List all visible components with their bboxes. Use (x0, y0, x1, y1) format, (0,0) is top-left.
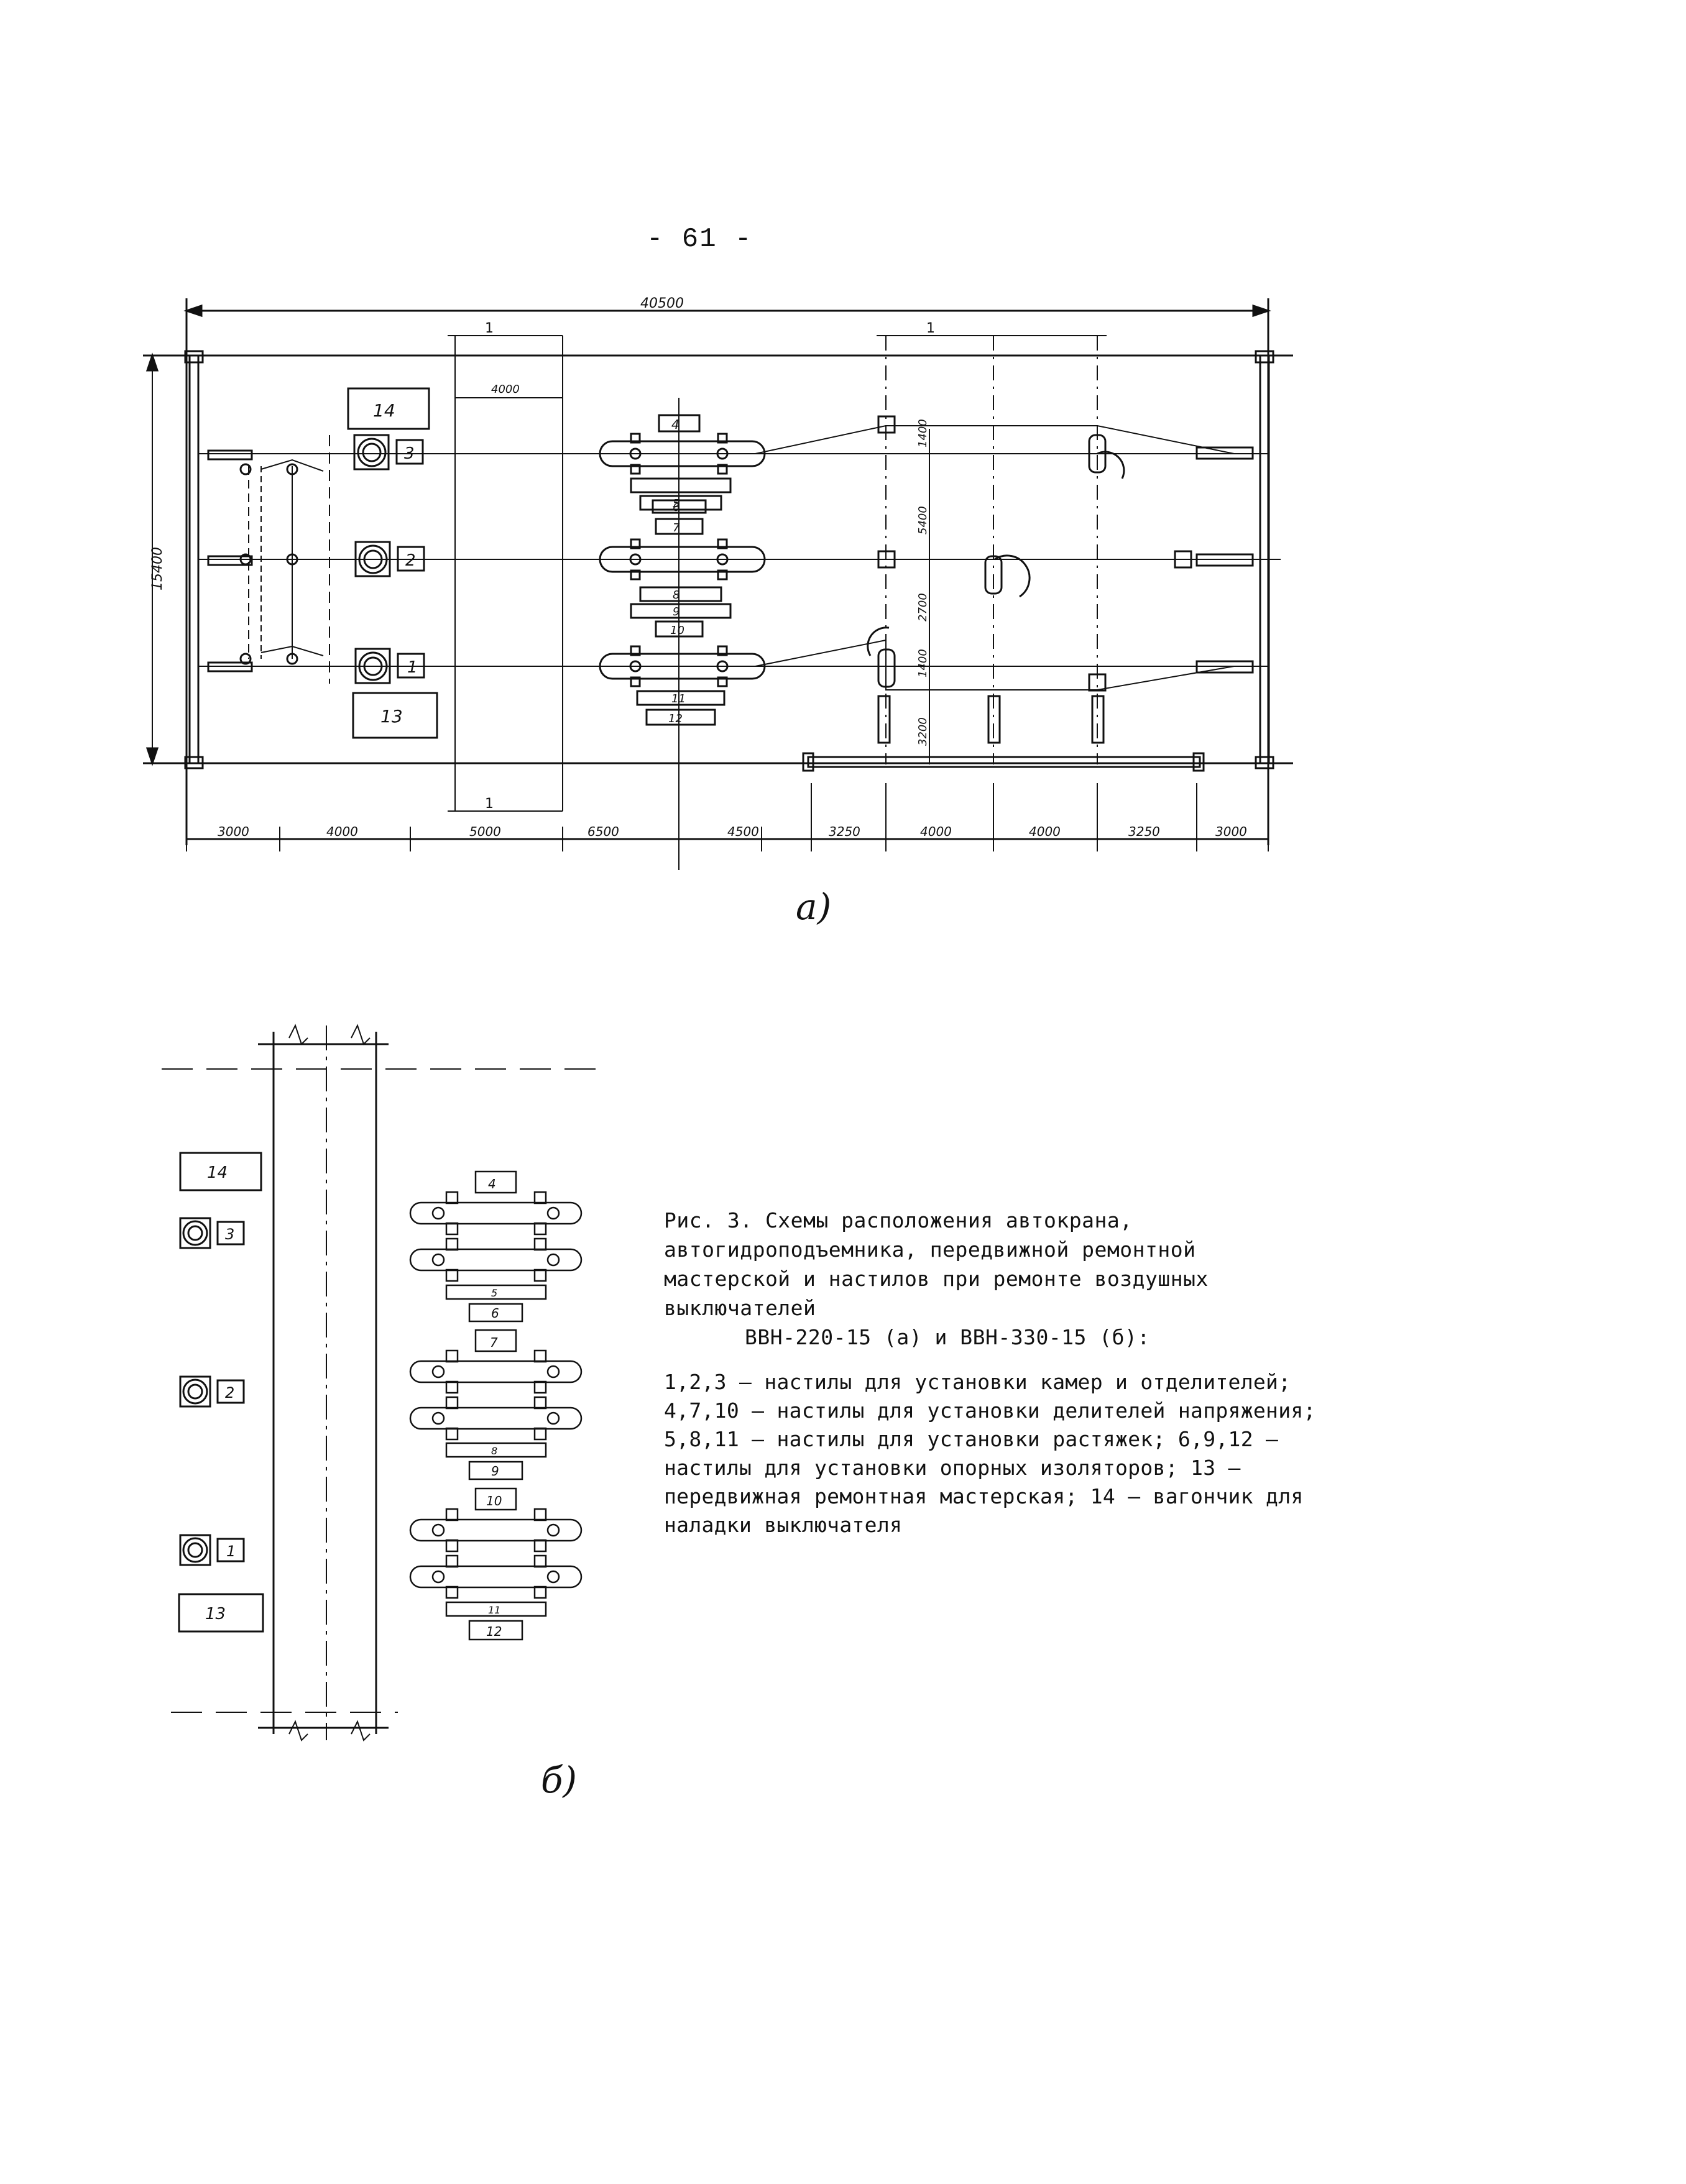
dim-bottom-1: 3000 (218, 824, 249, 839)
dim-overall-height: 15400 (150, 547, 165, 590)
figure-a: 40500 15400 1 1 4000 (143, 296, 1293, 870)
figure-b: 14 3 2 1 13 4 (162, 1024, 603, 1741)
pad-label-7-a: 7 (673, 521, 680, 535)
figure-b-label: б) (541, 1759, 578, 1801)
pad-label-5-b: 5 (491, 1287, 497, 1299)
section-mark-top-left: 1 (485, 321, 494, 336)
dim-bottom-8: 4000 (1029, 824, 1061, 839)
pad-label-7-b: 7 (490, 1335, 498, 1350)
dim-v-3: 2700 (916, 593, 929, 622)
pad-label-9-a: 9 (673, 605, 679, 618)
pad-label-2-b: 2 (225, 1384, 234, 1402)
dim-v-4: 1400 (916, 649, 929, 677)
caption-title-line1: Рис. 3. Схемы расположения автокрана, ав… (664, 1208, 1209, 1320)
dim-v-5: 3200 (916, 717, 929, 746)
figure-a-label: а) (796, 886, 832, 928)
caption-legend: 1,2,3 – настилы для установки камер и от… (664, 1370, 1316, 1537)
pad-label-2-a: 2 (405, 551, 416, 570)
pad-label-8-b: 8 (491, 1445, 497, 1457)
pad-label-13-b: 13 (205, 1605, 226, 1623)
pad-label-3-a: 3 (404, 444, 415, 463)
dim-v-2: 5400 (916, 506, 929, 535)
pad-label-5-a: 5 (673, 497, 679, 510)
pad-label-10-a: 10 (670, 624, 684, 637)
dim-bottom-5: 4500 (727, 824, 759, 839)
section-mark-bottom-left: 1 (485, 796, 494, 812)
pad-label-11-b: 11 (488, 1604, 500, 1616)
pad-label-1-b: 1 (226, 1543, 236, 1560)
pad-label-4-a: 4 (671, 417, 679, 432)
pad-label-12-b: 12 (486, 1624, 502, 1639)
pad-label-8-a: 8 (673, 589, 679, 602)
dim-bottom-3: 5000 (469, 824, 501, 839)
figure-caption: Рис. 3. Схемы расположения автокрана, ав… (664, 1206, 1317, 1539)
pad-label-3-b: 3 (225, 1226, 234, 1243)
pad-label-13-a: 13 (380, 706, 403, 727)
pad-label-6-b: 6 (491, 1306, 499, 1321)
pad-label-9-b: 9 (491, 1464, 499, 1479)
dim-bottom-10: 3000 (1215, 824, 1247, 839)
dim-overall-width: 40500 (640, 296, 684, 311)
pad-label-6-a: 6 (673, 501, 679, 514)
dim-bottom-2: 4000 (326, 824, 358, 839)
page-number: - 61 - (647, 224, 753, 255)
pad-label-10-b: 10 (486, 1493, 502, 1508)
caption-title-line2: ВВН-220-15 (а) и ВВН-330-15 (б): (745, 1325, 1150, 1349)
dim-bottom-6: 3250 (829, 824, 860, 839)
pad-label-14-a: 14 (373, 400, 395, 421)
dim-v-1: 1400 (916, 419, 929, 447)
pad-label-12-a: 12 (668, 712, 683, 725)
section-mark-top-right: 1 (926, 321, 935, 336)
dim-bottom-7: 4000 (920, 824, 952, 839)
pad-label-4-b: 4 (488, 1177, 496, 1191)
pad-label-1-a: 1 (407, 658, 418, 677)
pad-label-11-a: 11 (671, 692, 686, 705)
dim-bottom-4: 6500 (587, 824, 619, 839)
pad-label-14-b: 14 (207, 1163, 228, 1182)
caption-title: Рис. 3. Схемы расположения автокрана, ав… (664, 1206, 1317, 1352)
dim-4000-top: 4000 (491, 383, 520, 396)
dim-bottom-9: 3250 (1128, 824, 1160, 839)
